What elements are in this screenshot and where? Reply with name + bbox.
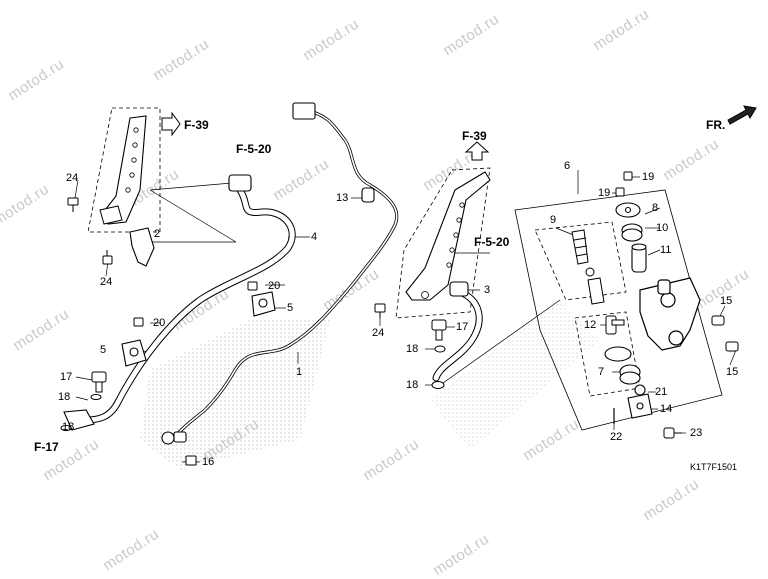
washer-18-right-a [434, 345, 446, 353]
callout-20-b: 20 [153, 317, 166, 329]
bolt-24-a [67, 197, 79, 212]
circlip-ring [604, 346, 632, 362]
callout-19-a: 19 [642, 171, 655, 183]
callout-17-right: 17 [456, 321, 469, 333]
banjo-bolt-17-left [91, 371, 107, 393]
nut-21 [634, 384, 646, 396]
joint-pin-23 [663, 427, 682, 439]
callout-18-left-b: 18 [62, 421, 75, 433]
callout-14: 14 [660, 403, 673, 415]
callout-24-a: 24 [66, 172, 79, 184]
callout-12: 12 [584, 319, 597, 331]
callout-15-b: 15 [726, 366, 739, 378]
boot-7 [619, 364, 641, 385]
bracket-foot-left [99, 205, 123, 225]
callout-4: 4 [311, 231, 318, 243]
screw-20-b [133, 317, 144, 327]
ref-f520-center-right[interactable]: F-5-20 [474, 235, 510, 249]
callout-15-a: 15 [720, 295, 733, 307]
bracket-holes-left [125, 127, 139, 193]
callout-6: 6 [564, 160, 571, 172]
screw-19-b [615, 187, 625, 197]
callout-3: 3 [484, 284, 491, 296]
screw-19-a [623, 171, 633, 181]
callout-23: 23 [690, 427, 703, 439]
reservoir-cap-8 [615, 202, 641, 218]
shading-area [430, 300, 600, 450]
clevis-14 [627, 393, 653, 419]
brake-hose-3-inner [433, 289, 482, 381]
bracket-holes-right [421, 202, 465, 299]
callout-9: 9 [550, 214, 557, 226]
washer-18-left-a [90, 394, 102, 400]
banjo-bolt-17-right [431, 319, 447, 341]
clamp-5-lower [121, 339, 147, 367]
callout-18-right-b: 18 [406, 379, 419, 391]
sensor-head [161, 431, 187, 445]
ref-f39-center[interactable]: F-39 [462, 129, 487, 143]
sensor-connector [292, 102, 316, 120]
piston-spring-9 [571, 229, 605, 305]
callout-18-right-a: 18 [406, 343, 419, 355]
group-box-subassembly [534, 221, 627, 301]
group-box-right-bracket [395, 167, 491, 319]
reservoir-bracket-right [405, 171, 491, 301]
hose-clip-3 [449, 281, 469, 297]
shading-area [140, 320, 330, 470]
callout-24-b: 24 [100, 276, 113, 288]
callout-21: 21 [655, 386, 668, 398]
front-indicator-label: FR. [706, 118, 726, 132]
front-arrow [727, 105, 757, 125]
hose-clip-upper [228, 174, 252, 192]
callout-17-left: 17 [60, 371, 73, 383]
sensor-clip-13 [361, 187, 375, 203]
ref-arrow-top-left [161, 111, 181, 137]
bolt-24-b [102, 250, 113, 265]
callout-16: 16 [202, 456, 215, 468]
pushrod-12 [605, 315, 625, 335]
clamp-5-upper [251, 291, 276, 317]
reservoir-clamp [129, 227, 155, 267]
reservoir-joint-11 [631, 243, 647, 273]
callout-19-b: 19 [598, 187, 611, 199]
callout-8: 8 [652, 202, 659, 214]
reservoir-hose-4-inner [83, 187, 295, 423]
callout-7: 7 [598, 366, 605, 378]
figure-code: K1T7F1501 [690, 462, 738, 472]
callout-20-a: 20 [268, 280, 281, 292]
callout-5-lower: 5 [100, 344, 107, 356]
bolt-24-c [374, 303, 386, 318]
screw-20-a [247, 281, 258, 291]
callout-11: 11 [660, 244, 672, 256]
ref-f17-bottom-left[interactable]: F-17 [34, 440, 59, 454]
washer-18-right-b [431, 381, 445, 389]
diaphragm-10 [621, 223, 643, 242]
group-box-left-bracket [87, 107, 161, 233]
master-cylinder-body [639, 277, 701, 351]
callout-10: 10 [656, 222, 669, 234]
callout-24-c: 24 [372, 327, 385, 339]
hose-end-lower [63, 409, 95, 431]
ref-f39-top-left[interactable]: F-39 [184, 118, 209, 132]
callout-1: 1 [296, 366, 303, 378]
bolt-15-a [711, 315, 725, 326]
bolt-16 [185, 455, 197, 466]
callout-2: 2 [154, 228, 161, 240]
callout-22: 22 [610, 431, 623, 443]
callout-13: 13 [336, 192, 349, 204]
callout-18-left-a: 18 [58, 391, 71, 403]
ref-arrow-center-up [464, 141, 490, 161]
bolt-15-b [725, 341, 739, 352]
ref-f520-mid-left[interactable]: F-5-20 [236, 142, 272, 156]
washer-18-left-b [60, 425, 72, 431]
sensor-cable-1-inner [171, 109, 398, 441]
callout-5-upper: 5 [287, 302, 294, 314]
